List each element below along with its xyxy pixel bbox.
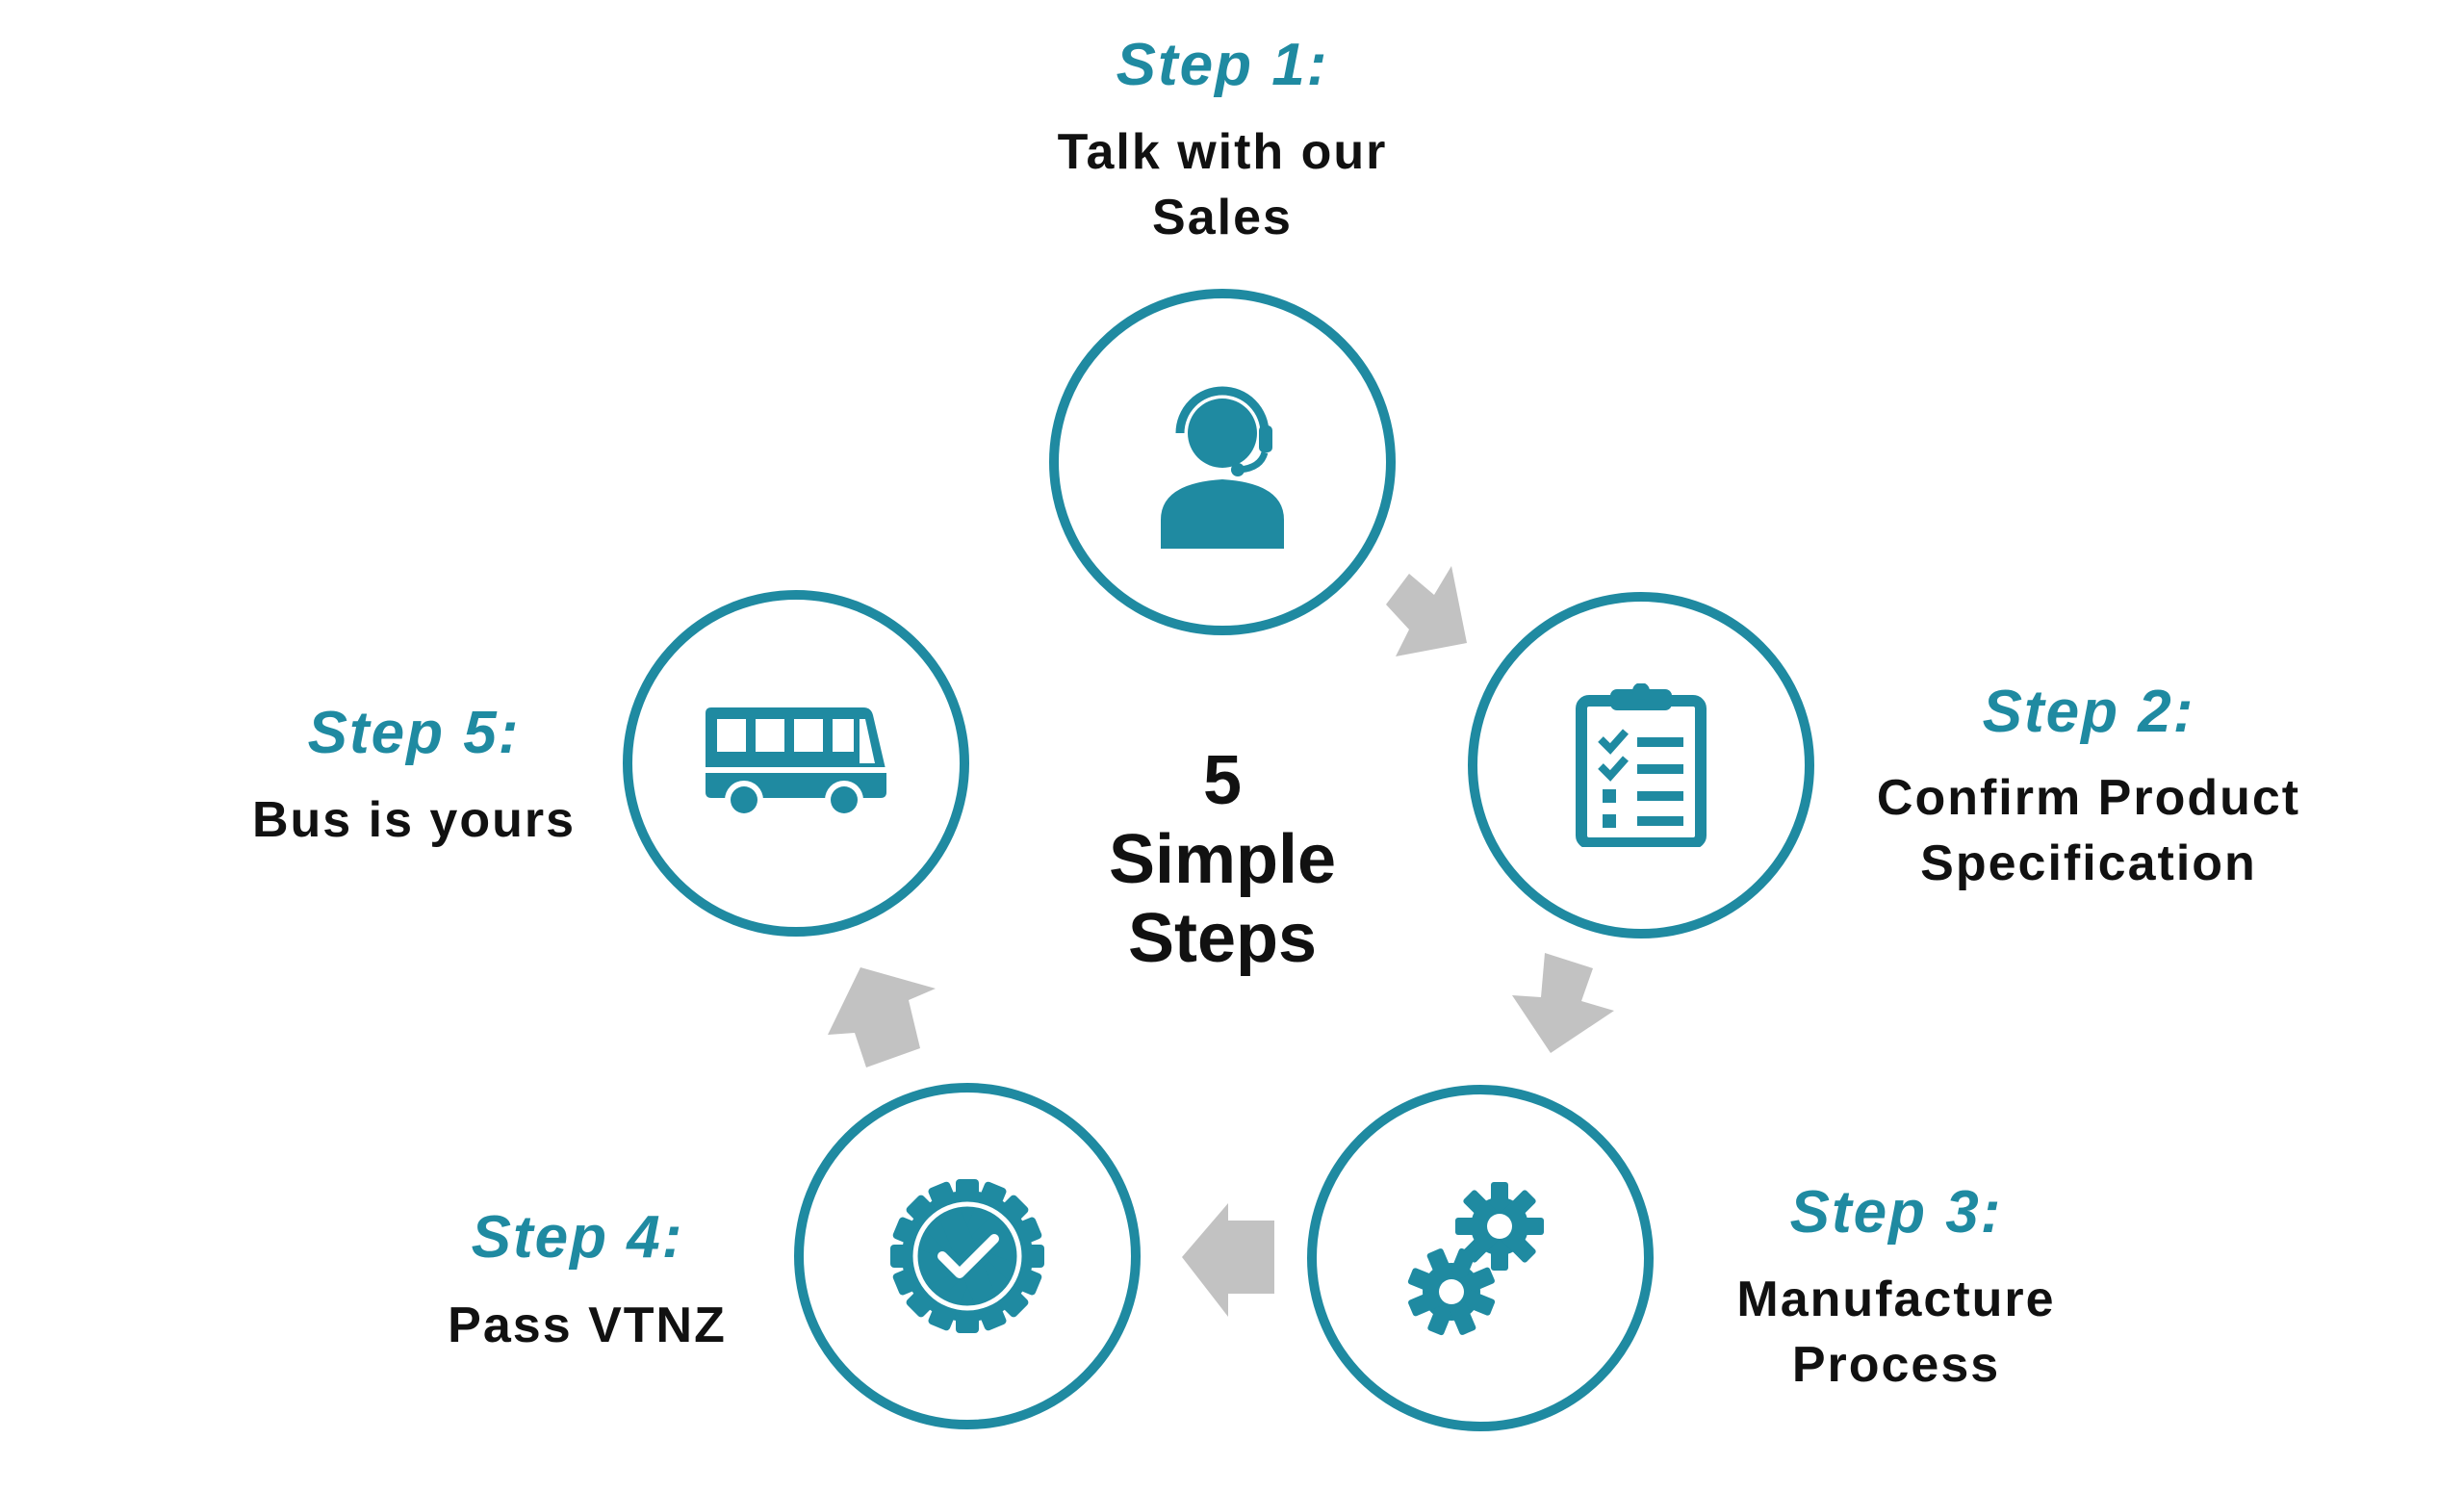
step-2-circle — [1468, 592, 1814, 938]
step-3-description: Manufacture Process — [1636, 1267, 2156, 1398]
bus-icon — [706, 707, 886, 819]
step-4-description-line: Pass VTNZ — [448, 1298, 727, 1353]
step-3-title: Step 3: — [1789, 1179, 2003, 1246]
step-5-circle — [623, 590, 969, 937]
step-1-title: Step 1: — [1116, 32, 1329, 98]
center-line-steps: Steps — [1127, 900, 1318, 977]
arrow-step2-to-step3 — [1512, 953, 1614, 1053]
step-1-circle — [1049, 289, 1396, 635]
step-3-circle — [1307, 1085, 1654, 1431]
center-number: 5 — [1202, 742, 1243, 819]
step-1-description-line: Sales — [1152, 190, 1293, 245]
step-2-title: Step 2: — [1982, 679, 2195, 745]
certified-badge-check-icon — [890, 1179, 1044, 1333]
gears-icon — [1407, 1182, 1544, 1336]
customer-support-headset-icon — [1161, 386, 1284, 549]
step-1-description-line: Talk with our — [1057, 124, 1388, 180]
center-line-simple: Simple — [1108, 821, 1337, 898]
arrow-step4-to-step5 — [828, 967, 936, 1067]
step-3-description-line: Manufacture — [1736, 1272, 2056, 1327]
step-4-title: Step 4: — [471, 1204, 684, 1271]
step-5-description-line: Bus is yours — [251, 792, 577, 848]
step-3-description-line: Process — [1791, 1337, 2001, 1393]
step-2-description: Confirm Product Specification — [1829, 765, 2348, 896]
step-4-circle — [794, 1083, 1141, 1429]
arrow-step3-to-step4 — [1182, 1203, 1274, 1317]
step-5-description: Bus is yours — [173, 787, 654, 853]
step-5-title: Step 5: — [307, 700, 521, 766]
clipboard-checklist-icon — [1576, 683, 1707, 847]
step-1-description: Talk with our Sales — [982, 119, 1463, 250]
step-2-description-line: Specification — [1920, 835, 2257, 891]
arrow-step1-to-step2 — [1386, 566, 1467, 656]
step-4-description: Pass VTNZ — [346, 1293, 828, 1358]
step-2-description-line: Confirm Product — [1876, 770, 2301, 826]
